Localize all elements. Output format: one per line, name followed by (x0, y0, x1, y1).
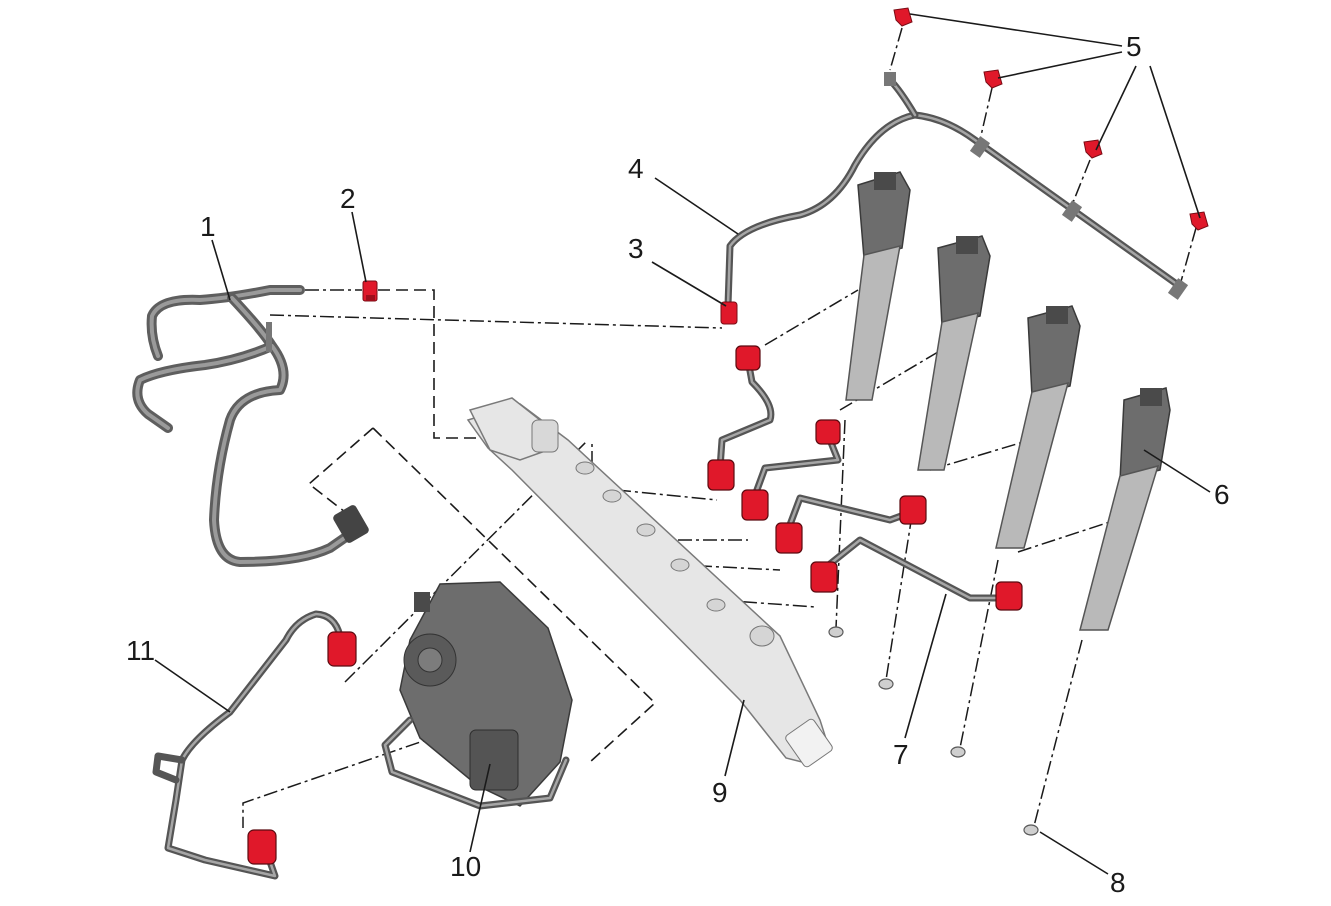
pump-to-rail-pipe (152, 610, 357, 880)
callout-labels: 1 2 3 4 5 6 7 8 9 10 11 (126, 31, 1230, 898)
leak-off-clips-5 (893, 7, 1209, 231)
fuel-rail (466, 397, 833, 768)
callout-10: 10 (450, 851, 481, 882)
hose-clip-2 (362, 280, 378, 302)
callout-9: 9 (712, 777, 728, 808)
callout-6: 6 (1214, 479, 1230, 510)
callout-3: 3 (628, 233, 644, 264)
callout-1: 1 (200, 211, 216, 242)
leader-lines (154, 13, 1211, 875)
injector-3 (995, 305, 1081, 549)
callout-7: 7 (893, 739, 909, 770)
sealing-washers (828, 626, 1039, 836)
injector-1 (845, 171, 911, 401)
callout-8: 8 (1110, 867, 1126, 898)
return-hose-assembly (132, 285, 369, 567)
leak-off-return-pipe (724, 72, 1189, 309)
callout-4: 4 (628, 153, 644, 184)
callout-5: 5 (1126, 31, 1142, 62)
assembly-lines (242, 27, 1197, 828)
injector-4 (1079, 387, 1171, 631)
injectors (845, 171, 1171, 631)
callout-11: 11 (126, 635, 155, 666)
pipe-clip-3 (720, 301, 738, 325)
injector-pipes (707, 345, 1023, 611)
injector-2 (917, 235, 991, 471)
high-pressure-pump (381, 581, 573, 810)
callout-2: 2 (340, 183, 356, 214)
